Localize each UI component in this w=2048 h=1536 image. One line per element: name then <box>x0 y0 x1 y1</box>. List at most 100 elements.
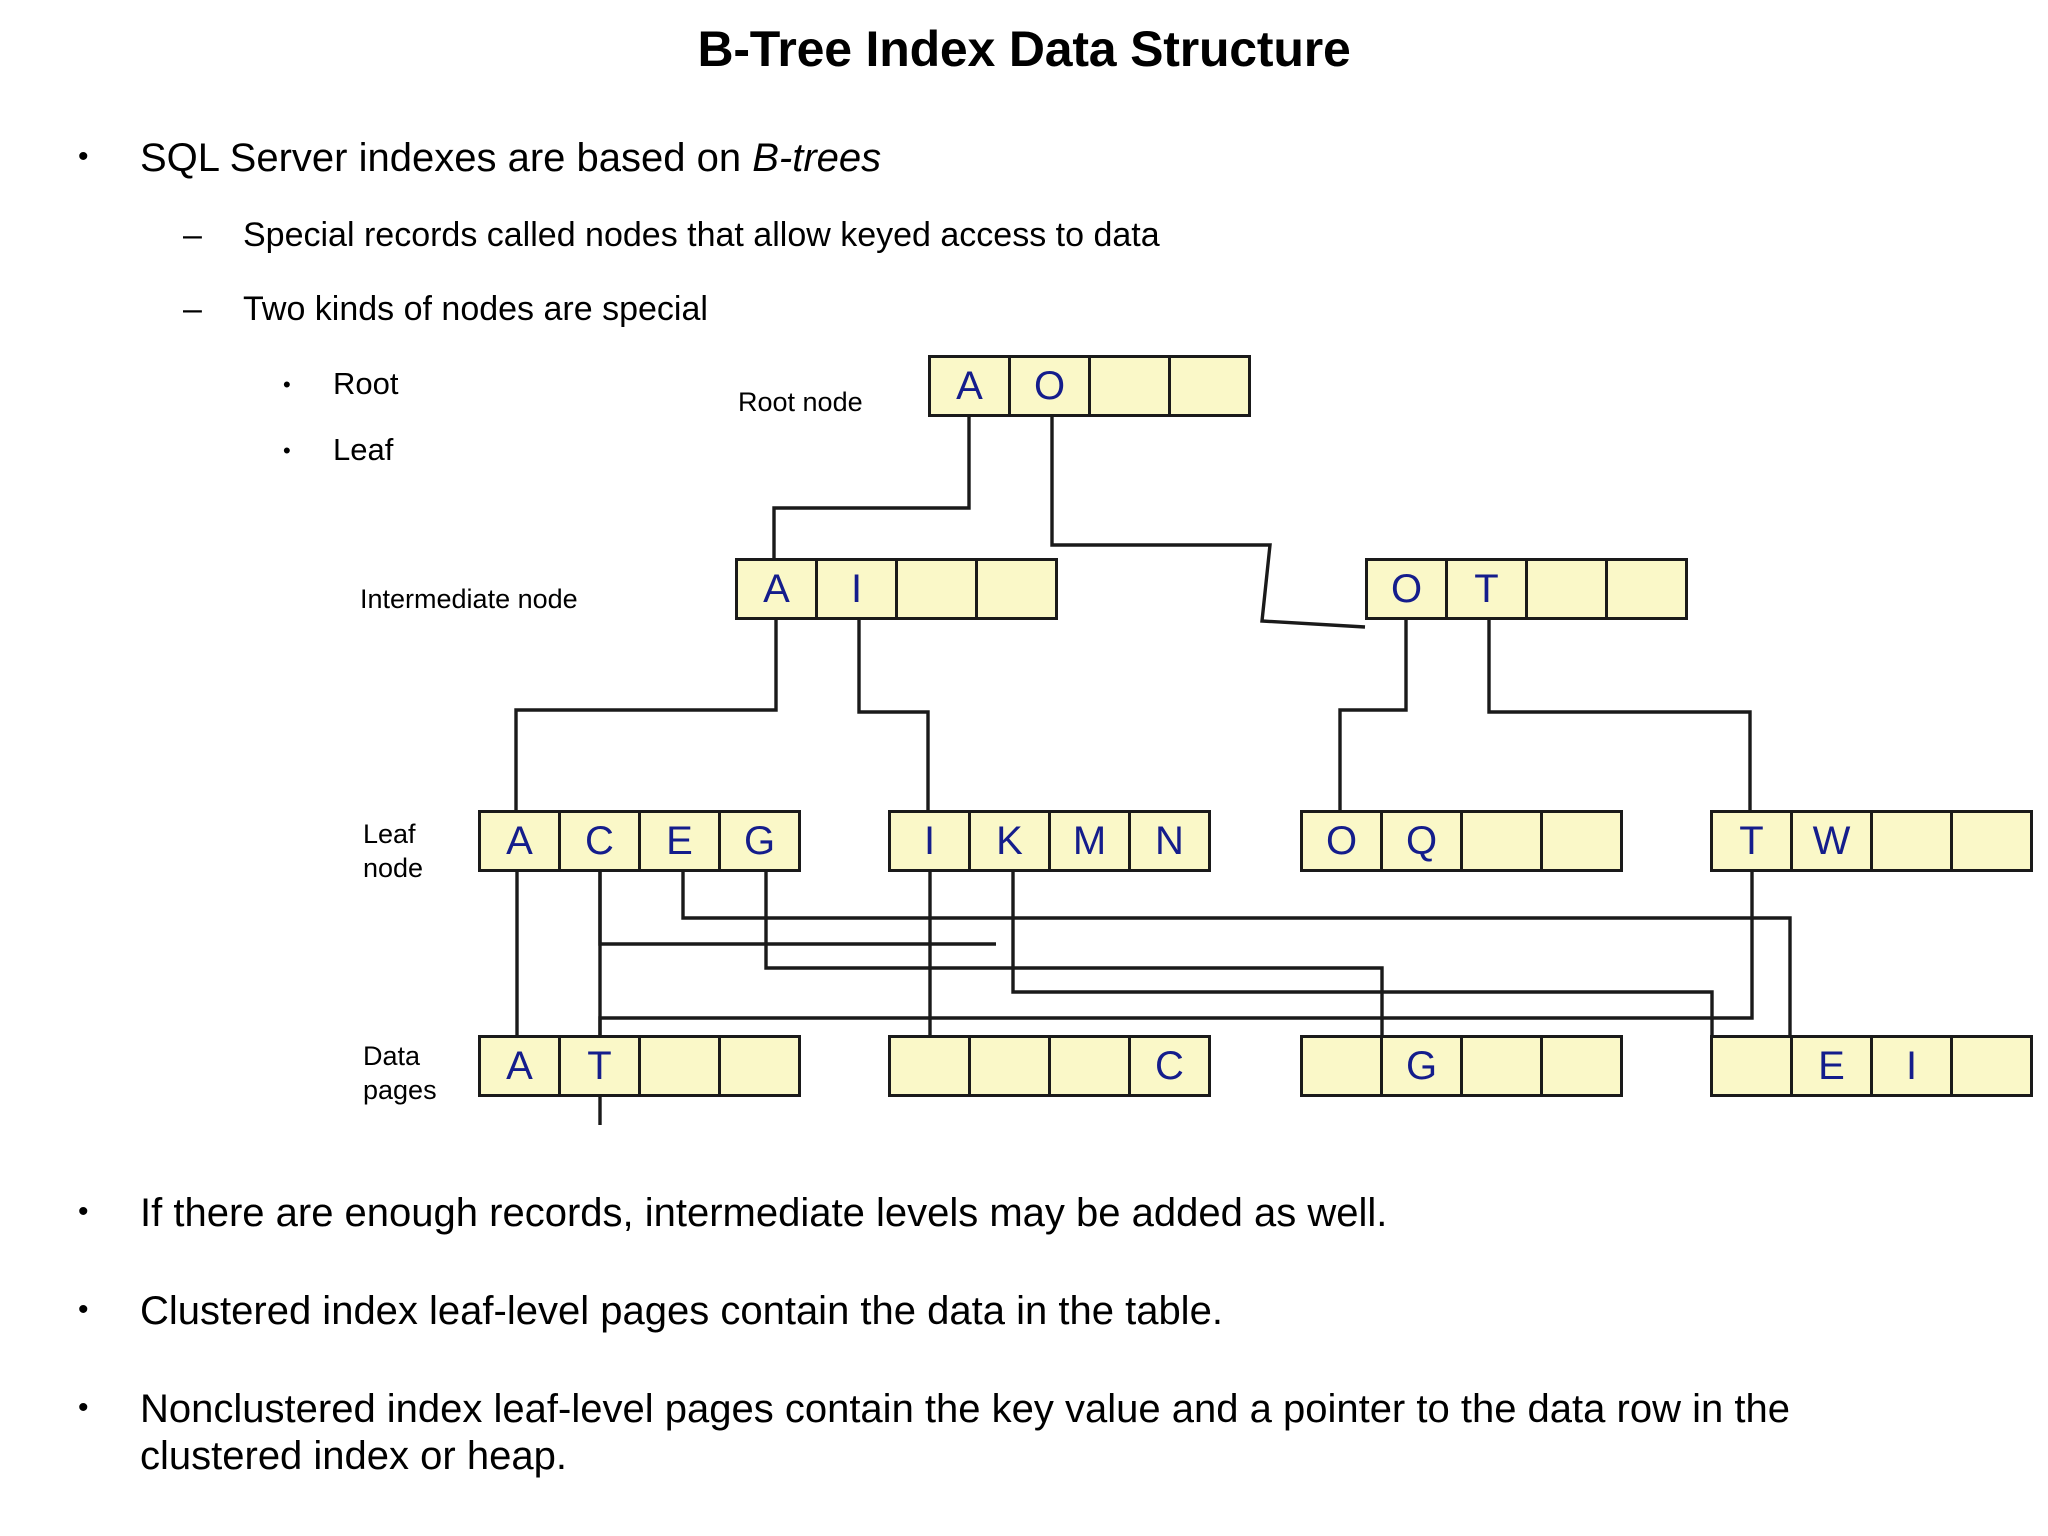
leaf-node-1-cell-3[interactable]: E <box>638 810 721 872</box>
data-page-1-cell-3[interactable] <box>638 1035 721 1097</box>
data-page-4-cell-1[interactable] <box>1710 1035 1793 1097</box>
leaf-node-1-cell-1[interactable]: A <box>478 810 561 872</box>
bullet-text: Clustered index leaf-level pages contain… <box>140 1289 1223 1333</box>
leaf-node-4-cell-2[interactable]: W <box>1790 810 1873 872</box>
bullet-marker: • <box>78 1195 89 1228</box>
leaf-node-label: Leaf node <box>363 819 424 883</box>
leaf-node-4-cell-3[interactable] <box>1870 810 1953 872</box>
page-title: B-Tree Index Data Structure <box>697 21 1351 77</box>
root-node-cell-1[interactable]: A <box>928 355 1011 417</box>
bullet-text: Leaf <box>333 432 394 467</box>
bullet-text-plain: SQL Server indexes are based on <box>140 136 753 180</box>
bullet-text: If there are enough records, intermediat… <box>140 1191 1388 1235</box>
bullet-nonclustered-index: • Nonclustered index leaf-level pages co… <box>78 1386 1958 1480</box>
leaf-node-2-cell-1[interactable]: I <box>888 810 971 872</box>
connector-leaf1-C-path <box>598 872 996 946</box>
connector-root-O-to-intermediate-right <box>1050 417 1366 629</box>
connector-intermediate-A-to-leaf-1 <box>514 620 778 810</box>
leaf-node-2-cell-3[interactable]: M <box>1048 810 1131 872</box>
bullet-text: Root <box>333 366 399 401</box>
leaf-node-3-cell-2[interactable]: Q <box>1380 810 1463 872</box>
bullet-marker: – <box>183 290 202 328</box>
root-node-cell-4[interactable] <box>1168 355 1251 417</box>
leaf-node-2-cell-2[interactable]: K <box>968 810 1051 872</box>
bullet-leaf: • Leaf <box>283 432 783 469</box>
bullet-text: SQL Server indexes are based on B-trees <box>140 135 1428 182</box>
leaf-node-3-cell-4[interactable] <box>1540 810 1623 872</box>
data-page-1-cell-4[interactable] <box>718 1035 801 1097</box>
bullet-clustered-index: • Clustered index leaf-level pages conta… <box>78 1288 1978 1335</box>
data-page-2-cell-4[interactable]: C <box>1128 1035 1211 1097</box>
bullet-root: • Root <box>283 366 783 403</box>
data-page-3-cell-2[interactable]: G <box>1380 1035 1463 1097</box>
data-page-4-cell-2[interactable]: E <box>1790 1035 1873 1097</box>
intermediate-node-label: Intermediate node <box>360 584 578 614</box>
intermediate-node-right-cell-1[interactable]: O <box>1365 558 1448 620</box>
connector-intermediate-T-to-leaf-4 <box>1487 620 1752 810</box>
bullet-two-kinds: – Two kinds of nodes are special <box>183 289 1633 329</box>
leaf-node-1-cell-4[interactable]: G <box>718 810 801 872</box>
data-pages-label: Data pages <box>363 1041 437 1105</box>
data-page-4-cell-4[interactable] <box>1950 1035 2033 1097</box>
intermediate-node-left-cell-3[interactable] <box>895 558 978 620</box>
bullet-text: Nonclustered index leaf-level pages cont… <box>140 1387 1790 1479</box>
leaf-node-2-cell-4[interactable]: N <box>1128 810 1211 872</box>
leaf-node-3-cell-3[interactable] <box>1460 810 1543 872</box>
bullet-marker: • <box>283 438 291 463</box>
leaf-node-4-cell-4[interactable] <box>1950 810 2033 872</box>
bullet-marker: – <box>183 216 202 254</box>
intermediate-node-left-cell-1[interactable]: A <box>735 558 818 620</box>
leaf-node-1-cell-2[interactable]: C <box>558 810 641 872</box>
connector-leaf1-G-to-data3-G <box>764 872 1384 1035</box>
connector-leaf1-E-to-data4-E <box>681 872 1792 1035</box>
root-node-cell-3[interactable] <box>1088 355 1171 417</box>
bullet-sql-server-indexes: • SQL Server indexes are based on B-tree… <box>78 135 1428 182</box>
data-page-4-cell-3[interactable]: I <box>1870 1035 1953 1097</box>
intermediate-node-right-cell-2[interactable]: T <box>1445 558 1528 620</box>
bullet-marker: • <box>78 140 89 173</box>
data-page-2[interactable]: C <box>888 1035 1211 1097</box>
data-page-2-cell-3[interactable] <box>1048 1035 1131 1097</box>
connector-leaf2-K-to-data2 <box>1011 872 1714 1035</box>
leaf-node-4-cell-1[interactable]: T <box>1710 810 1793 872</box>
intermediate-node-left-cell-4[interactable] <box>975 558 1058 620</box>
bullet-marker: • <box>78 1293 89 1326</box>
data-page-3[interactable]: G <box>1300 1035 1623 1097</box>
leaf-node-3-cell-1[interactable]: O <box>1300 810 1383 872</box>
data-page-2-cell-2[interactable] <box>968 1035 1051 1097</box>
root-node-label: Root node <box>738 387 863 417</box>
root-node-cell-2[interactable]: O <box>1008 355 1091 417</box>
data-page-2-cell-1[interactable] <box>888 1035 971 1097</box>
data-page-3-cell-1[interactable] <box>1300 1035 1383 1097</box>
intermediate-node-right-cell-4[interactable] <box>1605 558 1688 620</box>
bullet-text-italic: B-trees <box>752 136 882 180</box>
bullet-text: Special records called nodes that allow … <box>243 216 1160 254</box>
connector-root-A-to-intermediate-left <box>772 417 971 558</box>
bullet-marker: • <box>283 372 291 397</box>
bullet-special-records: – Special records called nodes that allo… <box>183 215 1633 255</box>
connector-group <box>514 417 1792 1125</box>
intermediate-node-left-cell-2[interactable]: I <box>815 558 898 620</box>
intermediate-node-right-cell-3[interactable] <box>1525 558 1608 620</box>
bullet-text: Two kinds of nodes are special <box>243 290 708 328</box>
data-page-3-cell-3[interactable] <box>1460 1035 1543 1097</box>
data-page-3-cell-4[interactable] <box>1540 1035 1623 1097</box>
data-page-1-cell-1[interactable]: A <box>478 1035 561 1097</box>
connector-intermediate-O-to-leaf-3 <box>1338 620 1408 810</box>
connector-leaf4-T-to-data1 <box>598 872 1754 1035</box>
connector-intermediate-I-to-leaf-2 <box>857 620 930 810</box>
bullet-intermediate-levels: • If there are enough records, intermedi… <box>78 1190 1978 1237</box>
data-page-1-cell-2[interactable]: T <box>558 1035 641 1097</box>
